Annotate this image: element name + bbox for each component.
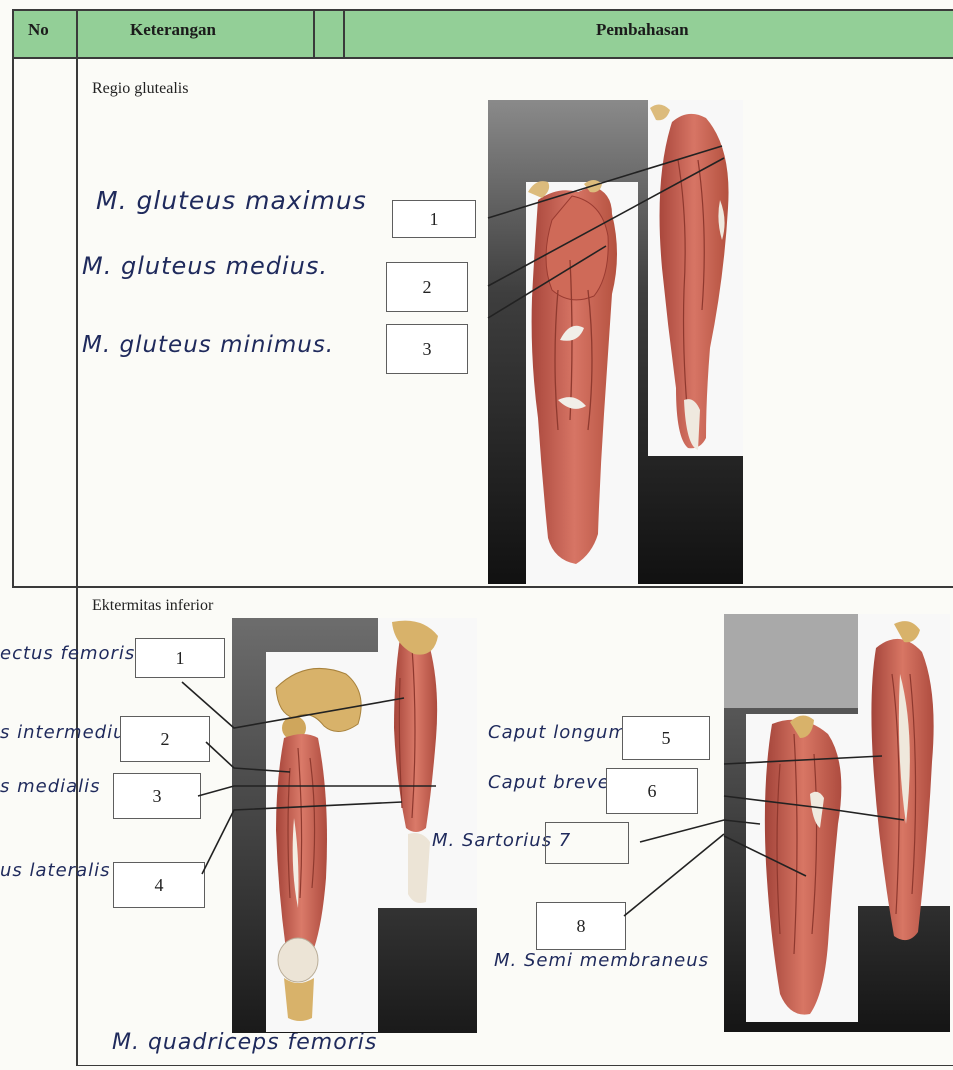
- worksheet-page: No Keterangan Pembahasan Regio glutealis…: [0, 0, 953, 1070]
- leader-lines-hamstring: [0, 0, 953, 1070]
